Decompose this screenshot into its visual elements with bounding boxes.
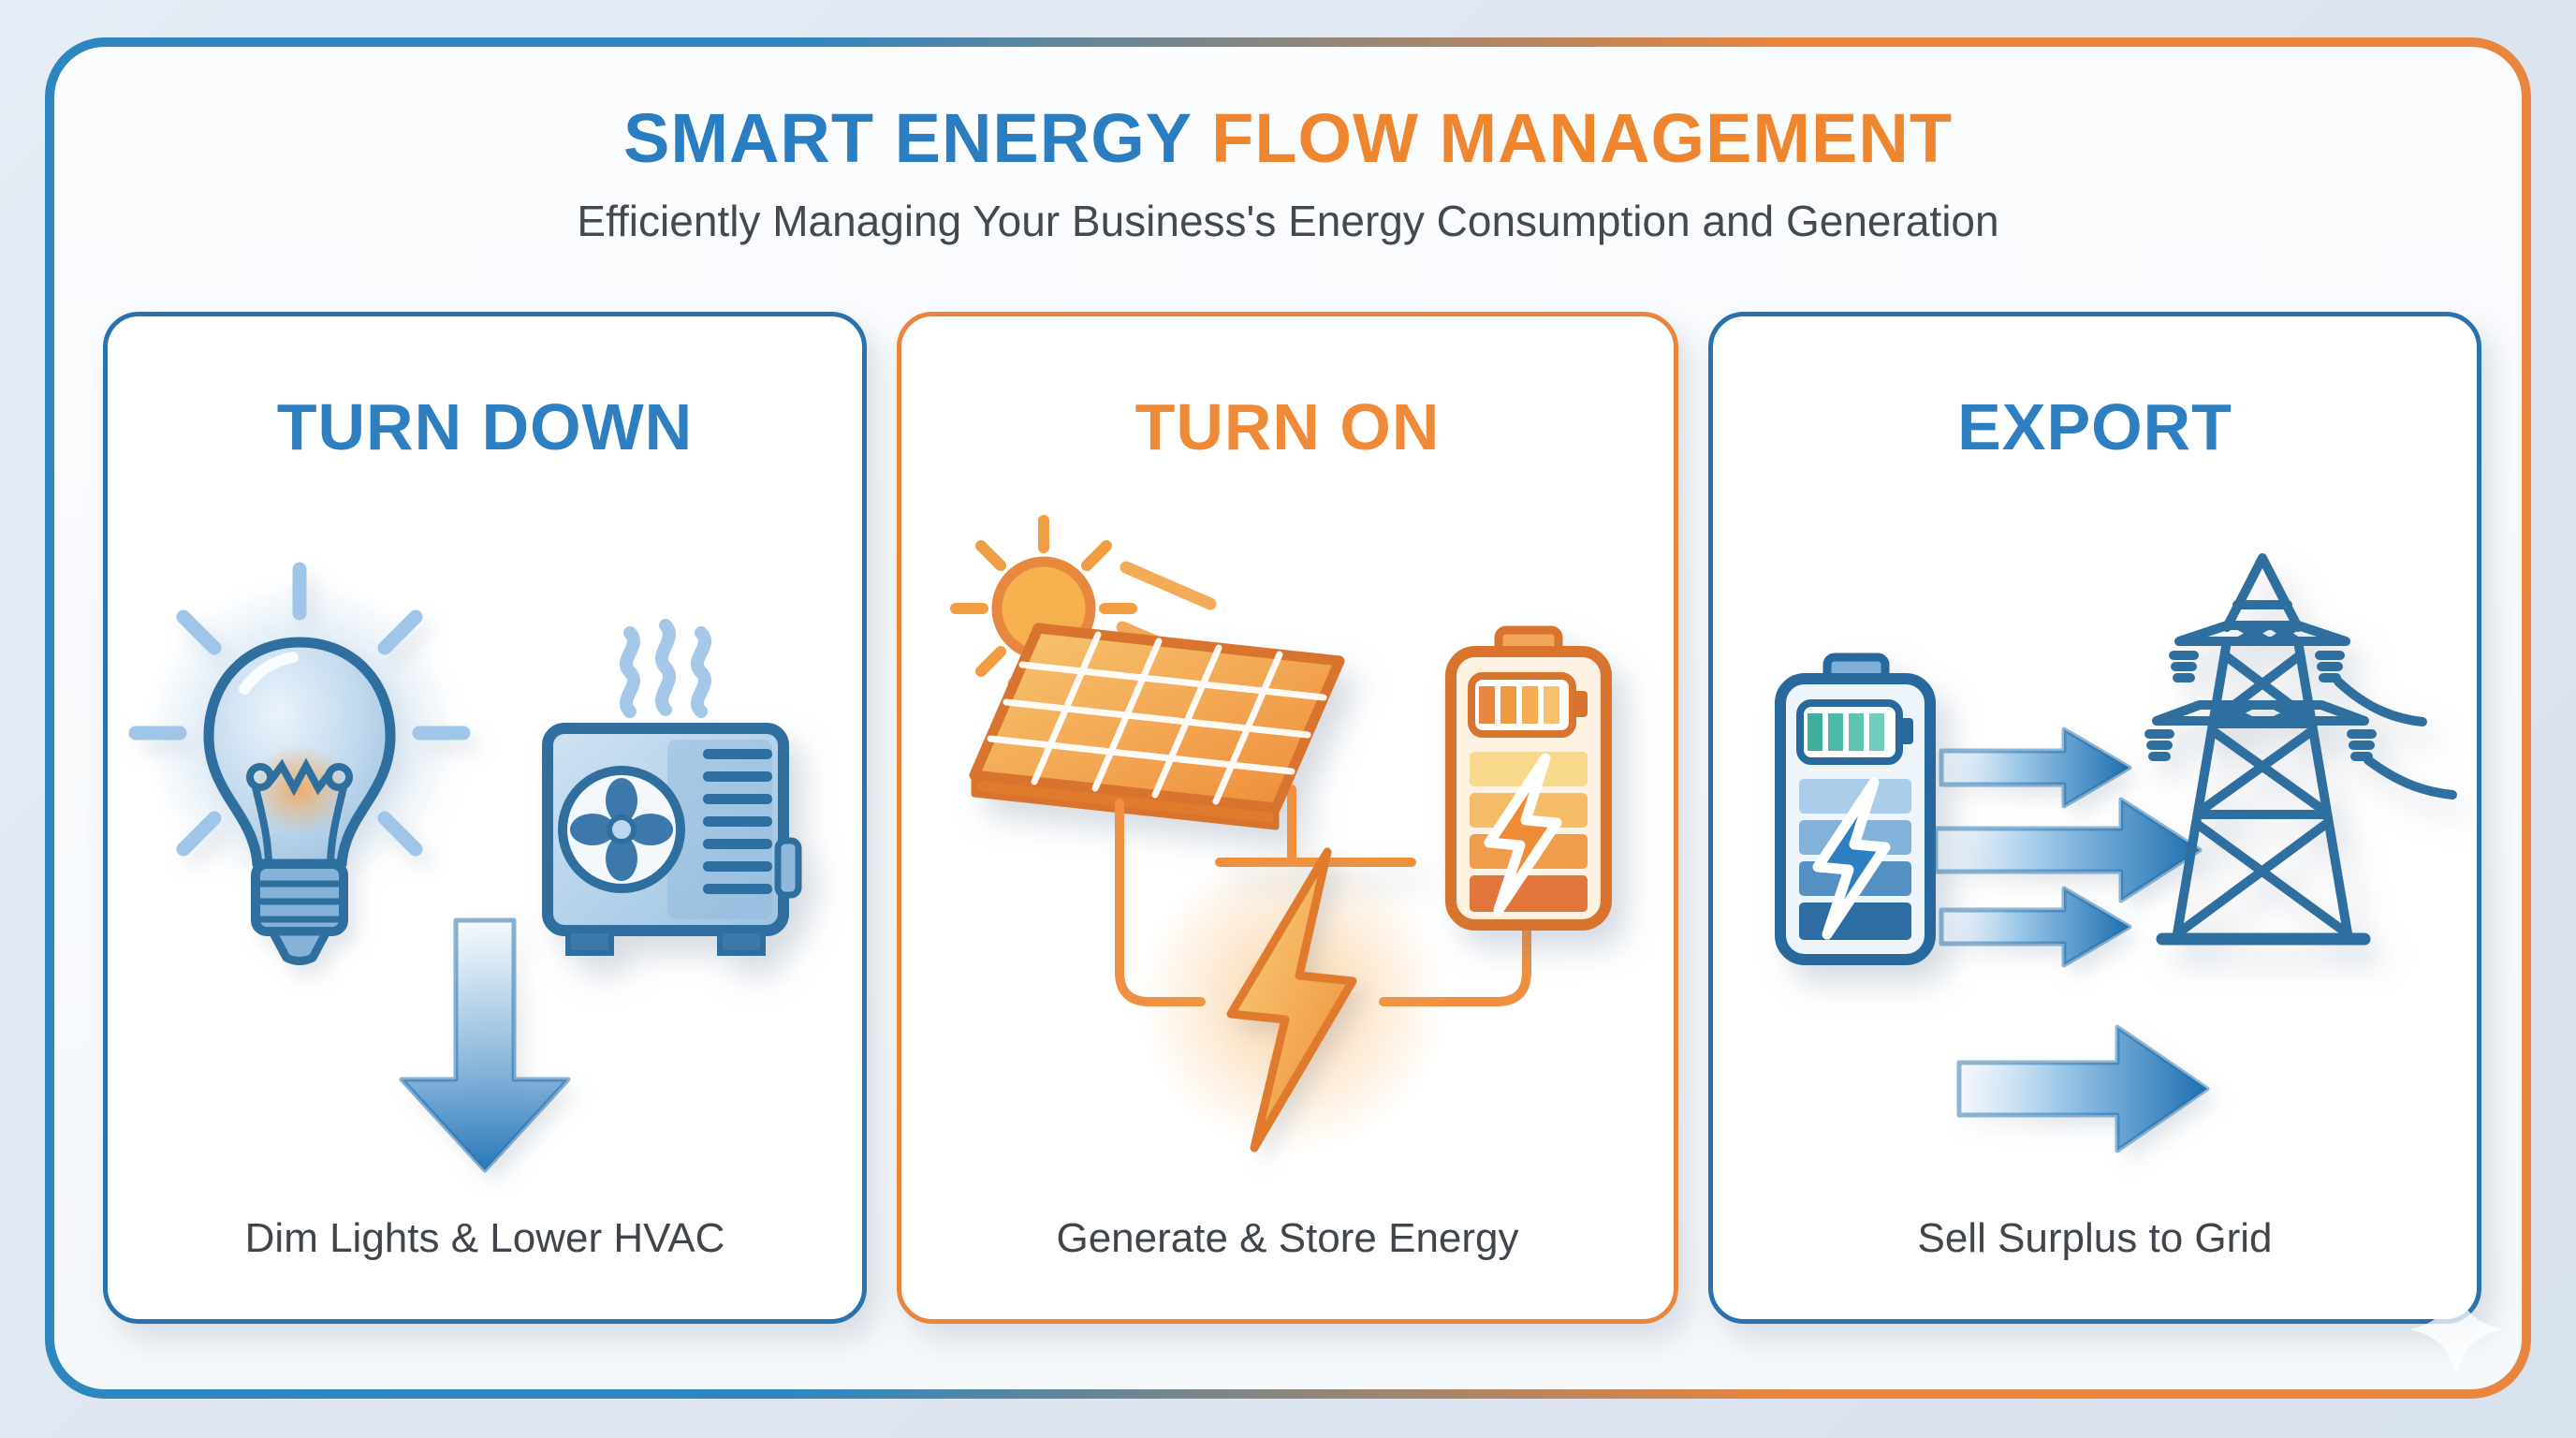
down-arrow-icon [399, 917, 571, 1173]
card-turn-down-art [128, 562, 802, 1173]
title-part-orange: FLOW MANAGEMENT [1211, 99, 1954, 177]
card-turn-on-art [950, 515, 1612, 1154]
hvac-unit-icon [542, 723, 802, 956]
card-title-export: EXPORT [1957, 390, 2232, 463]
flow-arrows-icon [1933, 726, 2203, 968]
card-export: EXPORT [1708, 312, 2481, 1324]
heat-waves-icon [620, 619, 711, 718]
battery-charging-icon [1445, 625, 1612, 931]
transmission-tower-icon [2144, 553, 2457, 946]
card-title-turn-down: TURN DOWN [276, 390, 694, 463]
light-bulb-icon [128, 562, 471, 965]
solar-panel-icon [969, 623, 1416, 867]
battery-icon [1775, 653, 1936, 965]
card-turn-down: TURN DOWN [103, 312, 867, 1324]
card-export-art [1775, 553, 2457, 1153]
card-caption-turn-down: Dim Lights & Lower HVAC [244, 1215, 725, 1261]
card-turn-on: TURN ON [897, 312, 1678, 1324]
page-subtitle: Efficiently Managing Your Business's Ene… [577, 197, 1999, 245]
card-title-turn-on: TURN ON [1134, 390, 1441, 463]
lightning-bolt-icon [1226, 847, 1357, 1152]
export-arrow-icon [1956, 1024, 2210, 1153]
card-caption-turn-on: Generate & Store Energy [1056, 1215, 1519, 1261]
sparkle-icon [2409, 1283, 2503, 1376]
title-part-blue: SMART ENERGY [622, 99, 1193, 177]
card-caption-export: Sell Surplus to Grid [1917, 1215, 2273, 1261]
